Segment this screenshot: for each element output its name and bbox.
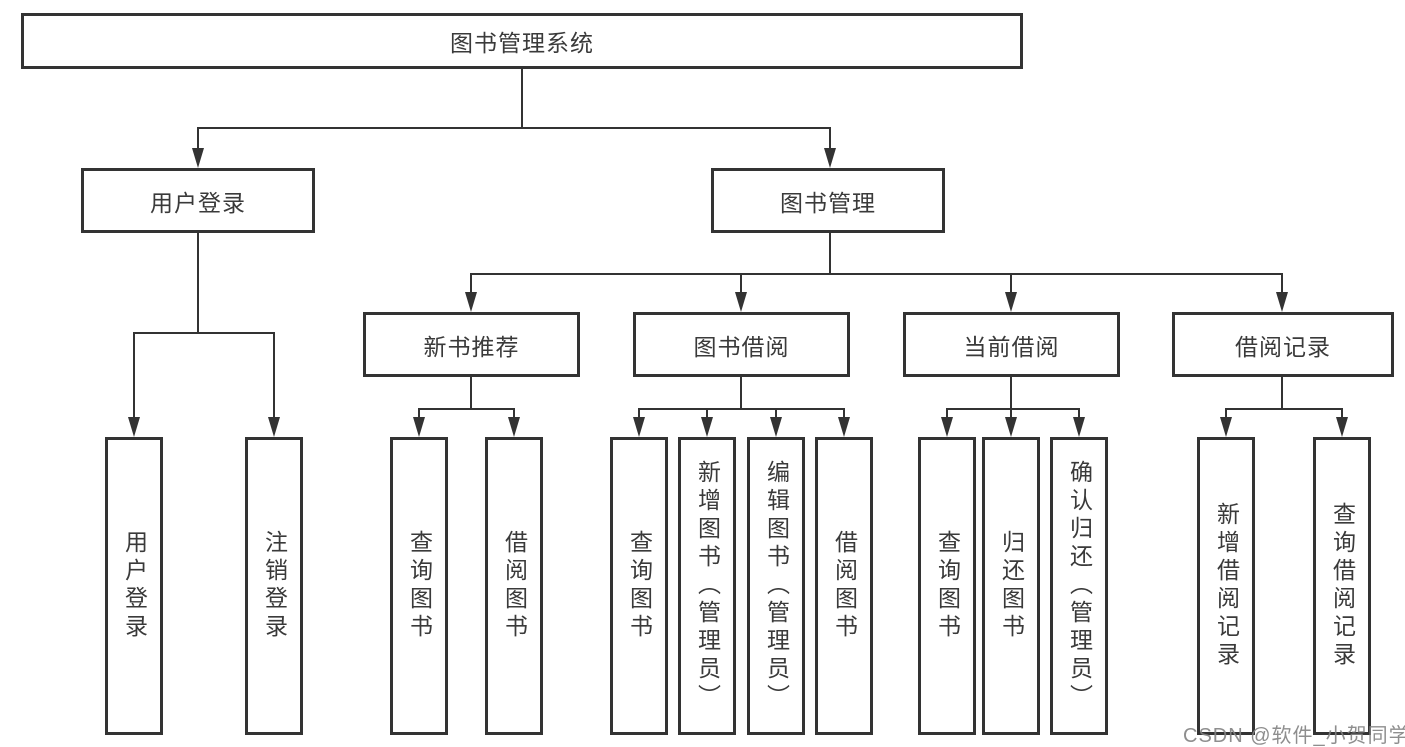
arrow-down-icon: [1005, 292, 1017, 312]
connector-line: [706, 408, 708, 420]
leaf-record-add-label: 新增借阅记录: [1213, 502, 1240, 670]
leaf-current-query: 查询图书: [918, 437, 976, 735]
connector-line: [946, 408, 1080, 410]
connector-line: [1225, 408, 1227, 420]
node-new-book-recommend: 新书推荐: [363, 312, 580, 377]
connector-line: [843, 408, 845, 420]
leaf-newbook-query-label: 查询图书: [406, 530, 433, 642]
connector-line: [133, 332, 135, 419]
leaf-borrow-add: 新增图书（管理员）: [678, 437, 736, 735]
node-book-management-label: 图书管理: [780, 189, 876, 216]
arrow-down-icon: [465, 292, 477, 312]
node-root-label: 图书管理系统: [450, 30, 594, 56]
node-user-login-label: 用户登录: [150, 189, 246, 216]
connector-line: [1078, 408, 1080, 420]
arrow-down-icon: [508, 417, 520, 437]
connector-line: [197, 127, 199, 152]
connector-line: [775, 408, 777, 420]
leaf-borrow-borrow: 借阅图书: [815, 437, 873, 735]
node-new-book-recommend-label: 新书推荐: [423, 333, 520, 360]
leaf-record-query-label: 查询借阅记录: [1329, 502, 1356, 670]
leaf-newbook-borrow: 借阅图书: [485, 437, 543, 735]
leaf-current-confirm: 确认归还（管理员）: [1050, 437, 1108, 735]
node-user-login: 用户登录: [81, 168, 315, 233]
arrow-down-icon: [701, 417, 713, 437]
leaf-user-login-label: 用户登录: [121, 530, 148, 642]
leaf-borrow-edit-label: 编辑图书（管理员）: [763, 460, 790, 712]
arrow-down-icon: [941, 417, 953, 437]
arrow-down-icon: [192, 148, 204, 168]
node-current-borrow: 当前借阅: [903, 312, 1120, 377]
leaf-logout-label: 注销登录: [261, 530, 288, 642]
leaf-newbook-borrow-label: 借阅图书: [501, 530, 528, 642]
arrow-down-icon: [824, 148, 836, 168]
node-root: 图书管理系统: [21, 13, 1023, 69]
leaf-current-return-label: 归还图书: [998, 530, 1025, 642]
connector-line: [470, 273, 472, 295]
leaf-record-add: 新增借阅记录: [1197, 437, 1255, 735]
arrow-down-icon: [1073, 417, 1085, 437]
leaf-borrow-edit: 编辑图书（管理员）: [747, 437, 805, 735]
connector-line: [638, 408, 845, 410]
leaf-borrow-add-label: 新增图书（管理员）: [694, 460, 721, 712]
arrow-down-icon: [735, 292, 747, 312]
leaf-user-login: 用户登录: [105, 437, 163, 735]
arrow-down-icon: [1005, 417, 1017, 437]
node-book-management: 图书管理: [711, 168, 945, 233]
connector-line: [1225, 408, 1343, 410]
arrow-down-icon: [413, 417, 425, 437]
arrow-down-icon: [633, 417, 645, 437]
node-borrow-records: 借阅记录: [1172, 312, 1394, 377]
connector-line: [740, 273, 742, 295]
node-current-borrow-label: 当前借阅: [963, 333, 1060, 360]
connector-line: [418, 408, 515, 410]
arrow-down-icon: [128, 417, 140, 437]
connector-line: [133, 332, 275, 334]
leaf-borrow-query: 查询图书: [610, 437, 668, 735]
csdn-watermark: CSDN @软件_小贺同学: [1183, 725, 1405, 747]
connector-line: [829, 233, 831, 275]
connector-line: [273, 332, 275, 419]
leaf-borrow-borrow-label: 借阅图书: [831, 530, 858, 642]
arrow-down-icon: [770, 417, 782, 437]
connector-line: [1010, 377, 1012, 410]
connector-line: [946, 408, 948, 420]
connector-line: [470, 377, 472, 410]
connector-line: [740, 377, 742, 410]
leaf-current-confirm-label: 确认归还（管理员）: [1066, 460, 1093, 712]
arrow-down-icon: [268, 417, 280, 437]
leaf-current-return: 归还图书: [982, 437, 1040, 735]
arrow-down-icon: [1276, 292, 1288, 312]
arrow-down-icon: [1336, 417, 1348, 437]
connector-line: [521, 69, 523, 129]
connector-line: [197, 233, 199, 334]
connector-line: [1010, 408, 1012, 420]
leaf-logout: 注销登录: [245, 437, 303, 735]
connector-line: [1010, 273, 1012, 295]
leaf-current-query-label: 查询图书: [934, 530, 961, 642]
connector-line: [1281, 273, 1283, 295]
arrow-down-icon: [838, 417, 850, 437]
leaf-newbook-query: 查询图书: [390, 437, 448, 735]
node-book-borrow: 图书借阅: [633, 312, 850, 377]
node-borrow-records-label: 借阅记录: [1235, 333, 1331, 360]
leaf-record-query: 查询借阅记录: [1313, 437, 1371, 735]
connector-line: [1341, 408, 1343, 420]
connector-line: [418, 408, 420, 420]
connector-line: [513, 408, 515, 420]
leaf-borrow-query-label: 查询图书: [626, 530, 653, 642]
node-book-borrow-label: 图书借阅: [693, 333, 790, 360]
connector-line: [470, 273, 1283, 275]
arrow-down-icon: [1220, 417, 1232, 437]
connector-line: [197, 127, 831, 129]
connector-line: [1281, 377, 1283, 410]
connector-line: [829, 127, 831, 152]
connector-line: [638, 408, 640, 420]
